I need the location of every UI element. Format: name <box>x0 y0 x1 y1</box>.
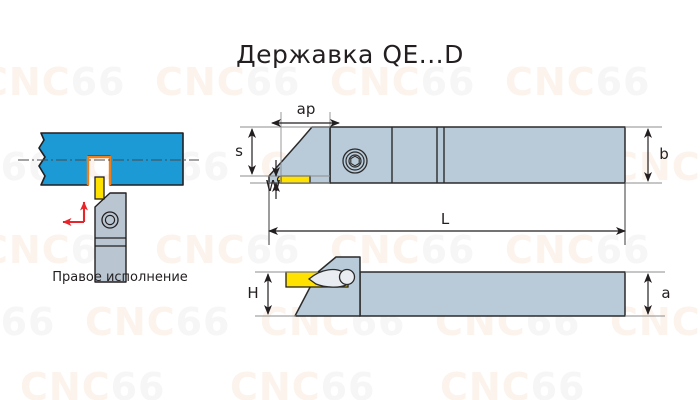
page-title: Державка QE...D <box>236 40 464 69</box>
dimension-label-l: L <box>440 210 450 228</box>
top-view <box>240 112 662 245</box>
dimension-label-ap: ap <box>296 100 316 118</box>
dimension-label-h: H <box>247 284 259 302</box>
groove-outline <box>86 155 112 185</box>
dimension-label-w: W <box>265 177 281 195</box>
holder-head-top <box>268 126 331 184</box>
left-assembly-view <box>18 132 199 283</box>
dimension-label-a: a <box>661 284 671 302</box>
side-view <box>255 256 665 317</box>
dimension-label-s: s <box>235 142 243 160</box>
dimension-label-b: b <box>659 145 669 163</box>
holder-shank-top <box>329 126 626 184</box>
left-view-caption: Правое исполнение <box>52 270 188 285</box>
screw-hex-socket-icon <box>350 155 360 167</box>
clamp-pivot-hole-icon <box>338 268 356 286</box>
clamp-screw-inner-icon <box>104 214 116 226</box>
holder-shank-side <box>359 271 626 317</box>
cutting-insert <box>94 176 105 200</box>
cutting-insert-top <box>280 175 311 184</box>
